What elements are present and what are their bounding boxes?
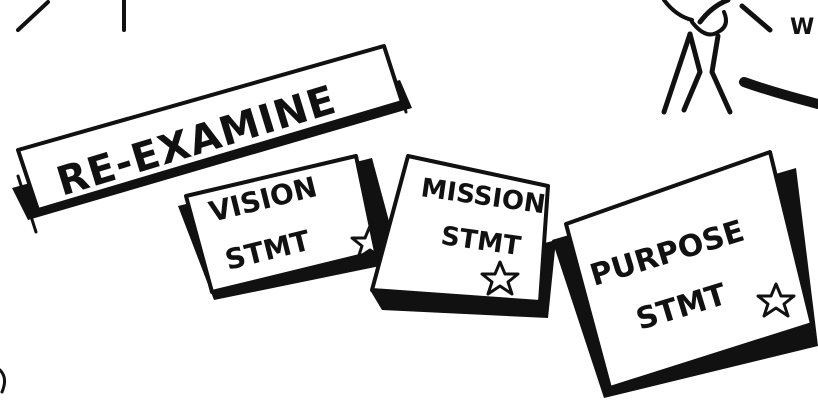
- corner-figure-label: W: [790, 15, 814, 40]
- vision-statement-card: VISION STMT: [178, 156, 400, 300]
- top-left-sketch-fragment: [18, 0, 124, 30]
- purpose-statement-card: PURPOSE STMT: [552, 152, 818, 398]
- bottom-left-sketch-fragment: [0, 370, 5, 392]
- mission-statement-card: MISSION STMT: [370, 156, 556, 318]
